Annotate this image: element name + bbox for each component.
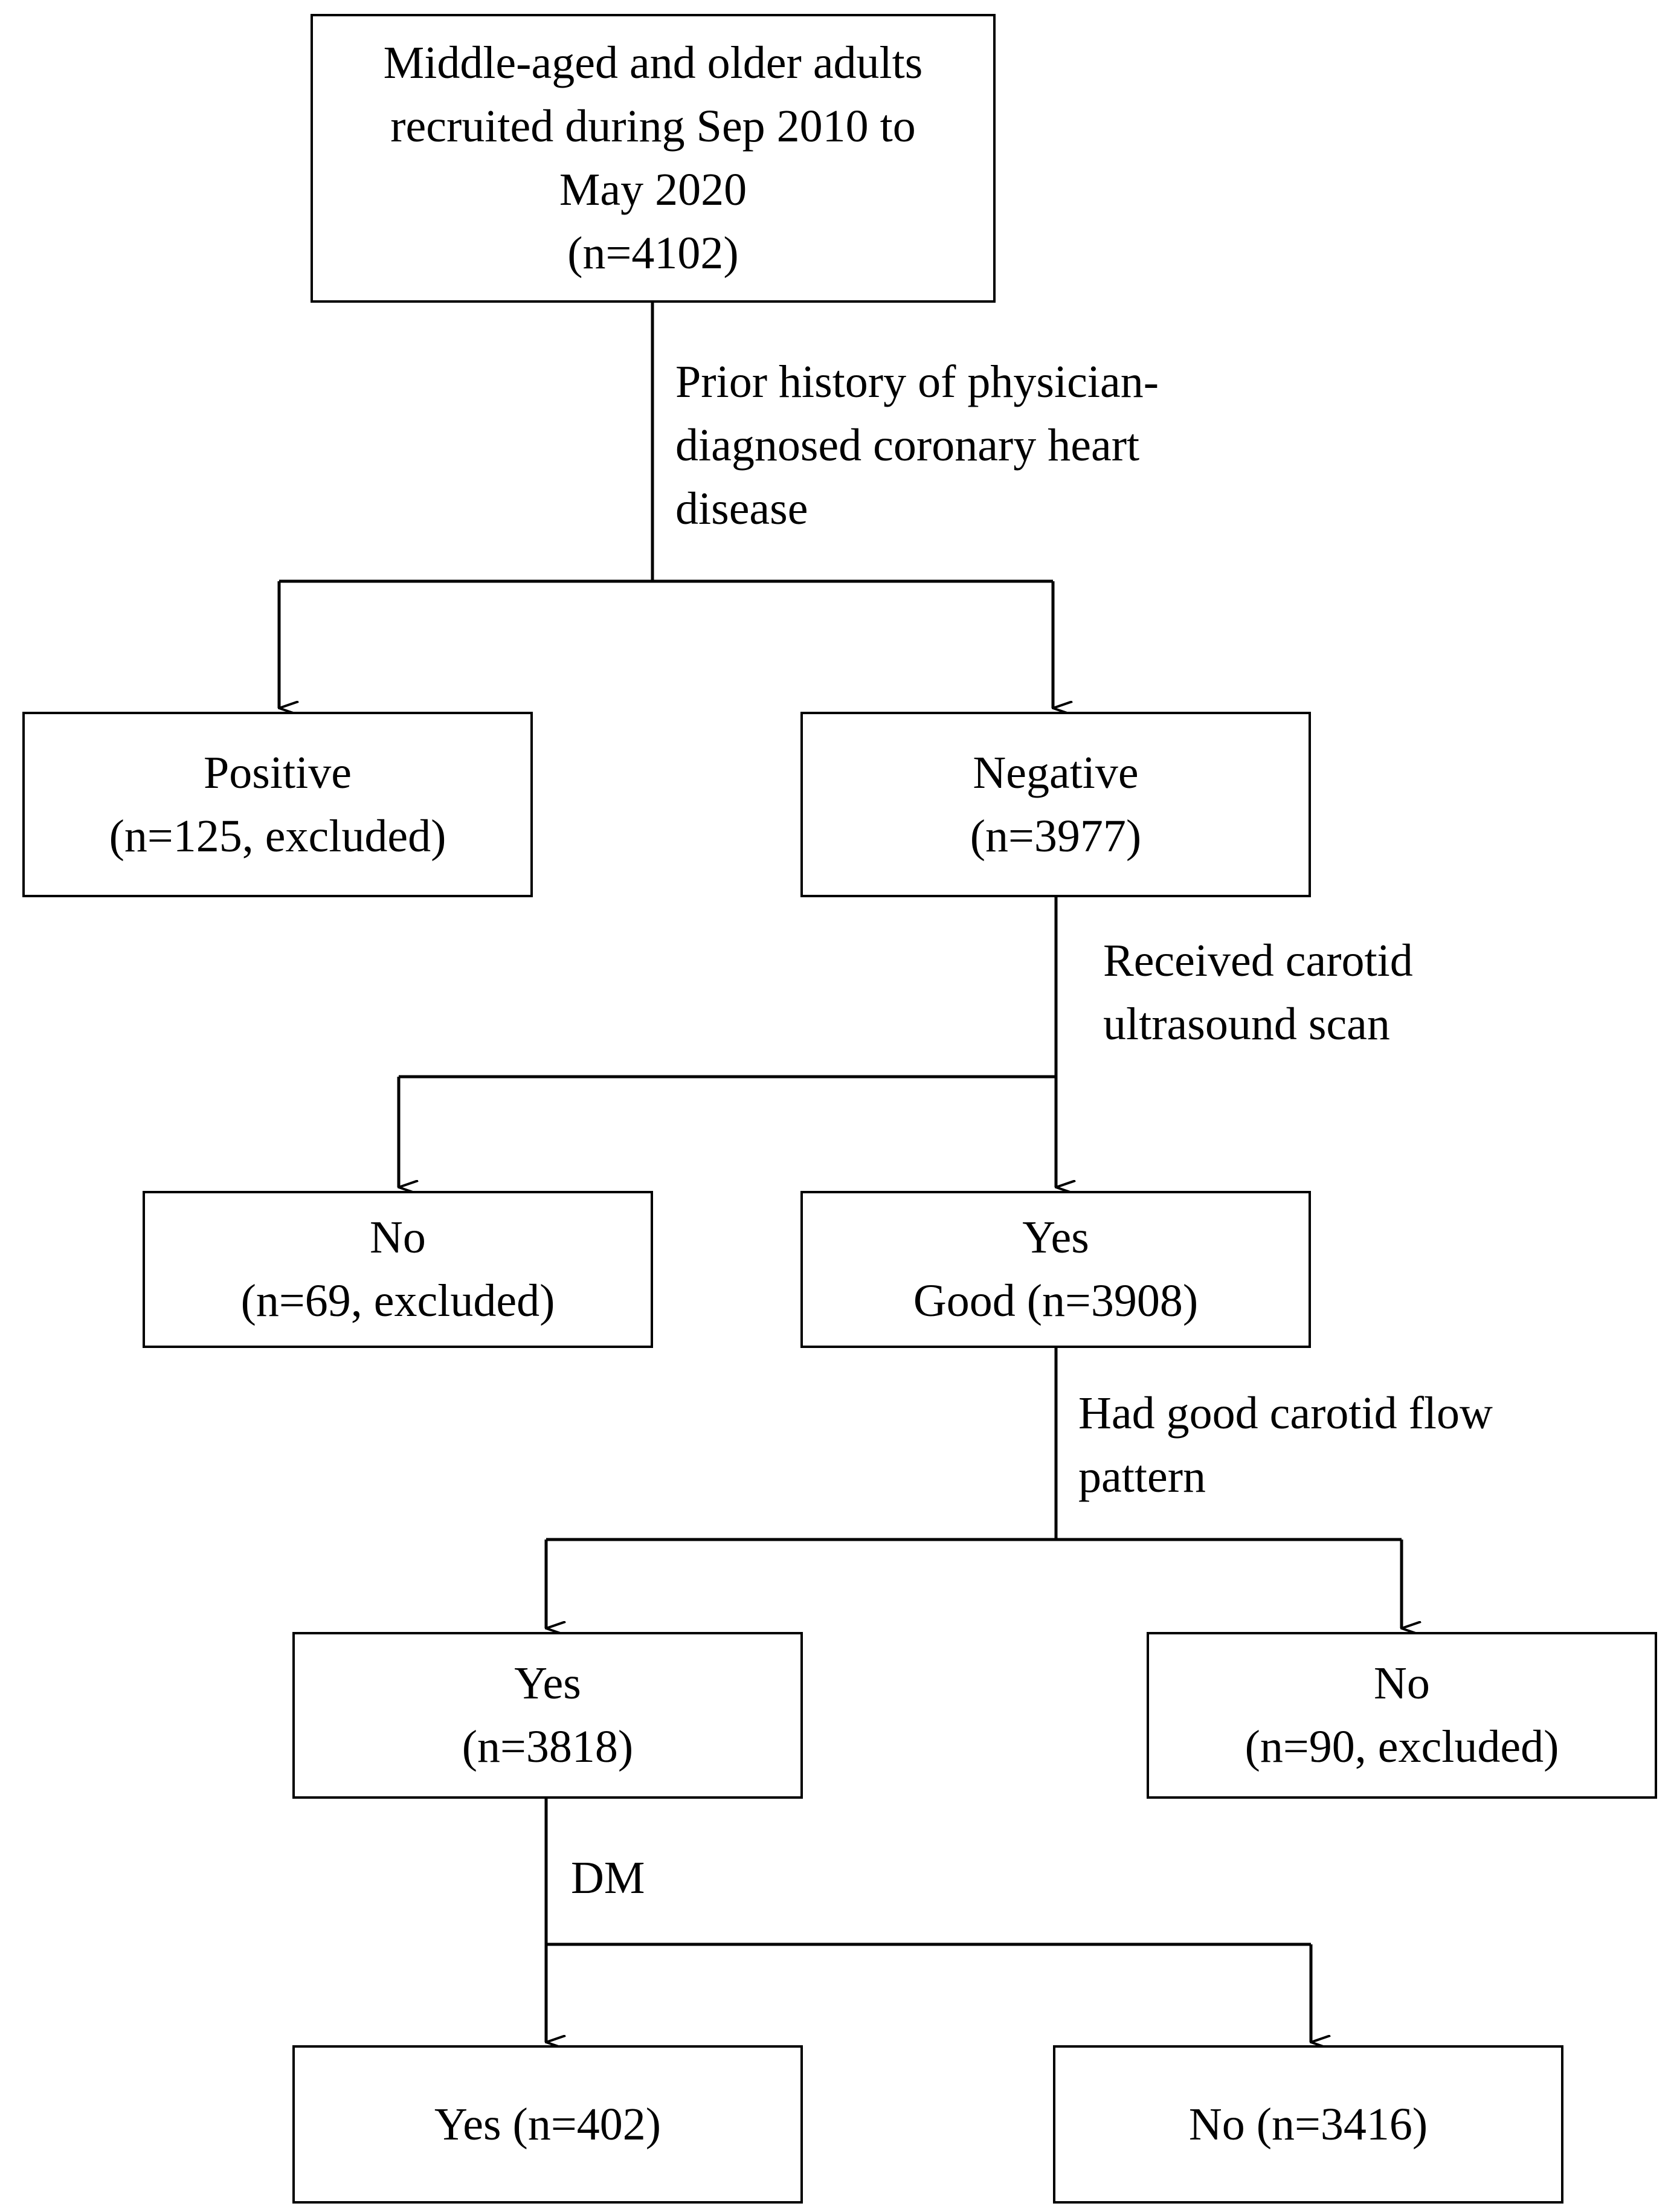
chd-positive-line: (n=125, excluded) [109, 810, 446, 862]
flow-yes-box: Yes (n=3818) [292, 1632, 803, 1799]
criterion-chd-line: diagnosed coronary heart [675, 419, 1140, 471]
scan-yes-line: Yes [1022, 1212, 1089, 1263]
chd-positive-box: Positive (n=125, excluded) [22, 712, 533, 897]
chd-positive-line: Positive [204, 747, 352, 798]
scan-no-box: No (n=69, excluded) [143, 1191, 653, 1348]
criterion-dm-line: DM [571, 1852, 645, 1903]
start-box-line: May 2020 [559, 164, 747, 215]
criterion-chd-line: Prior history of physician- [675, 356, 1159, 407]
chd-negative-box: Negative (n=3977) [800, 712, 1311, 897]
chd-negative-line: (n=3977) [970, 810, 1142, 862]
criterion-flow-line: Had good carotid flow [1078, 1388, 1493, 1439]
criterion-chd-label: Prior history of physician- diagnosed co… [675, 350, 1159, 541]
start-box-line: (n=4102) [567, 227, 739, 279]
start-box-line: recruited during Sep 2010 to [390, 101, 916, 152]
flow-no-line: No [1374, 1658, 1430, 1709]
criterion-scan-line: Received carotid [1103, 935, 1413, 986]
scan-yes-box: Yes Good (n=3908) [800, 1191, 1311, 1348]
flow-yes-line: Yes [514, 1658, 581, 1709]
criterion-flow-line: pattern [1078, 1451, 1206, 1502]
dm-no-line: No (n=3416) [1188, 2098, 1428, 2150]
criterion-dm-label: DM [571, 1846, 645, 1910]
chd-negative-line: Negative [973, 747, 1139, 798]
scan-no-line: (n=69, excluded) [240, 1275, 555, 1326]
start-box-line: Middle-aged and older adults [383, 37, 923, 89]
criterion-scan-label: Received carotid ultrasound scan [1103, 929, 1413, 1056]
start-box: Middle-aged and older adults recruited d… [311, 14, 996, 303]
scan-yes-line: Good (n=3908) [913, 1275, 1199, 1326]
flow-no-box: No (n=90, excluded) [1147, 1632, 1657, 1799]
criterion-scan-line: ultrasound scan [1103, 998, 1390, 1050]
scan-no-line: No [370, 1212, 426, 1263]
criterion-flow-label: Had good carotid flow pattern [1078, 1382, 1493, 1509]
criterion-chd-line: disease [675, 483, 808, 534]
dm-no-box: No (n=3416) [1053, 2045, 1563, 2204]
dm-yes-line: Yes (n=402) [434, 2098, 662, 2150]
flow-yes-line: (n=3818) [462, 1721, 634, 1772]
dm-yes-box: Yes (n=402) [292, 2045, 803, 2204]
flow-no-line: (n=90, excluded) [1244, 1721, 1559, 1772]
